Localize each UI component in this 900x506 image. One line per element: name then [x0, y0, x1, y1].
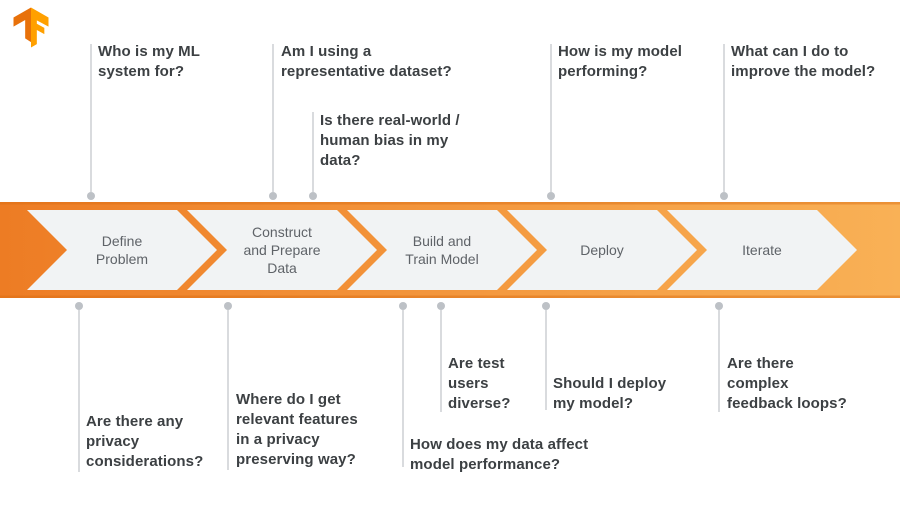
connector-dot-top-1 [87, 192, 95, 200]
connector-line-top-4 [550, 44, 552, 192]
question-bottom-feedback-loops: Are there complex feedback loops? [727, 355, 847, 412]
question-bottom-data-affect-performance: How does my data affect model performanc… [410, 436, 589, 473]
chevron-arrow-iterate [667, 210, 857, 290]
connector-line-bottom-2 [227, 310, 229, 470]
chevron-arrow-build-train-model [347, 210, 537, 290]
stage-label-construct-prepare-data: Construct and Prepare Data [243, 224, 321, 276]
pipeline-band [0, 202, 900, 298]
question-bottom-should-deploy: Should I deploy my model? [553, 375, 667, 412]
question-bottom-relevant-features-privacy: Where do I get relevant features in a pr… [236, 391, 358, 468]
question-bottom-test-users-diverse: Are test users diverse? [448, 355, 511, 412]
chevron-arrow-construct-prepare-data [187, 210, 377, 290]
connector-dot-bottom-6 [715, 302, 723, 310]
stage-label-define-problem: Define Problem [95, 233, 149, 267]
question-top-representative-dataset: Am I using a representative dataset? [281, 43, 452, 80]
stage-label-iterate: Iterate [742, 242, 782, 258]
question-top-improve-model: What can I do to improve the model? [731, 43, 876, 80]
stage-label-build-train-model: Build and Train Model [405, 233, 479, 267]
chevron-arrow-deploy [507, 210, 697, 290]
connector-dot-top-2 [269, 192, 277, 200]
chevron-arrow-define-problem [27, 210, 217, 290]
connector-line-top-5 [723, 44, 725, 192]
connector-line-bottom-6 [718, 310, 720, 412]
question-bottom-privacy-considerations: Are there any privacy considerations? [86, 413, 204, 470]
connector-dot-bottom-1 [75, 302, 83, 310]
pipeline-band-bottom-edge [0, 295, 900, 298]
connector-dot-bottom-2 [224, 302, 232, 310]
connector-dot-top-4 [547, 192, 555, 200]
connector-dot-bottom-4 [437, 302, 445, 310]
connector-dot-bottom-5 [542, 302, 550, 310]
connector-line-top-3 [312, 112, 314, 192]
connector-line-bottom-3 [402, 310, 404, 467]
question-top-who-is-system-for: Who is my ML system for? [98, 43, 201, 80]
connector-dot-top-3 [309, 192, 317, 200]
connector-line-top-1 [90, 44, 92, 192]
connector-line-top-2 [272, 44, 274, 192]
connector-line-bottom-1 [78, 310, 80, 472]
connector-line-bottom-4 [440, 310, 442, 412]
tensorflow-logo-icon [13, 7, 49, 48]
connector-dot-bottom-3 [399, 302, 407, 310]
question-top-model-performing: How is my model performing? [558, 43, 683, 80]
pipeline-band-top-edge [0, 202, 900, 205]
connector-line-bottom-5 [545, 310, 547, 410]
stage-label-deploy: Deploy [580, 242, 624, 258]
connector-dot-top-5 [720, 192, 728, 200]
question-top-real-world-bias: Is there real-world / human bias in my d… [320, 112, 460, 169]
